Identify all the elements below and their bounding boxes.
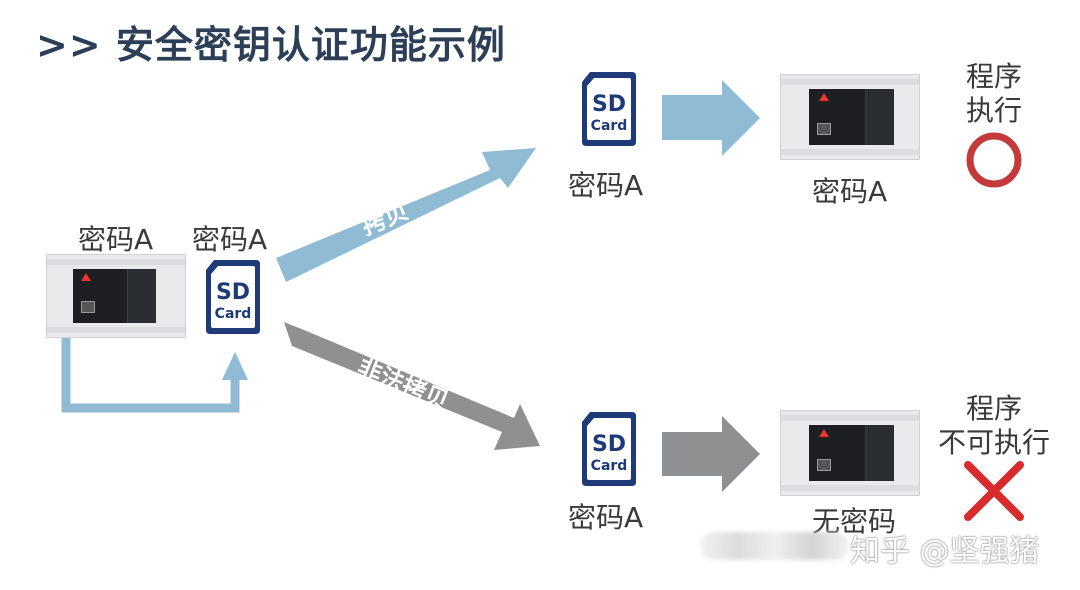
watermark-blur xyxy=(700,532,850,560)
ng-cross-icon xyxy=(964,461,1024,521)
brand-logo-icon xyxy=(819,429,829,437)
source-sd-card-icon: SD Card xyxy=(206,260,260,334)
watermark-text: 知乎 @坚强猪 xyxy=(850,534,1040,569)
copy-plc-device xyxy=(780,74,920,160)
svg-text:SD: SD xyxy=(592,92,626,117)
source-plc-device xyxy=(46,254,186,338)
copy-arrow-label: 拷贝 xyxy=(358,197,413,241)
svg-text:SD: SD xyxy=(592,432,626,457)
svg-text:Card: Card xyxy=(591,118,628,134)
ethernet-port-icon xyxy=(817,459,831,471)
bottom-horizontal-arrow xyxy=(662,416,760,492)
brand-logo-icon xyxy=(81,273,91,281)
copy-sd-card-icon: SD Card xyxy=(582,72,636,146)
ok-circle-icon xyxy=(966,132,1022,188)
copy-plc-label: 密码A xyxy=(812,175,888,208)
illegal-sd-card-icon: SD Card xyxy=(582,412,636,486)
illegal-sd-label: 密码A xyxy=(568,501,644,534)
brand-logo-icon xyxy=(819,93,829,101)
illegal-result-text: 程序 不可执行 xyxy=(937,392,1050,459)
svg-text:SD: SD xyxy=(216,280,250,305)
svg-text:Card: Card xyxy=(215,306,252,322)
ethernet-port-icon xyxy=(81,301,95,313)
copy-arrow xyxy=(276,148,536,282)
source-sd-label: 密码A xyxy=(192,223,268,256)
copy-result-text: 程序 执行 xyxy=(965,60,1022,127)
illegal-copy-arrow-label: 非法拷贝 xyxy=(353,354,452,416)
copy-sd-label: 密码A xyxy=(568,169,644,202)
connector-arrowhead xyxy=(222,352,248,380)
plc-to-sd-connector xyxy=(61,305,240,413)
ethernet-port-icon xyxy=(817,123,831,135)
page-title: >> 安全密钥认证功能示例 xyxy=(36,23,506,67)
svg-text:Card: Card xyxy=(591,458,628,474)
illegal-copy-arrow xyxy=(284,322,540,450)
source-plc-label: 密码A xyxy=(78,223,154,256)
illegal-plc-device xyxy=(780,410,920,496)
top-horizontal-arrow xyxy=(662,80,760,156)
